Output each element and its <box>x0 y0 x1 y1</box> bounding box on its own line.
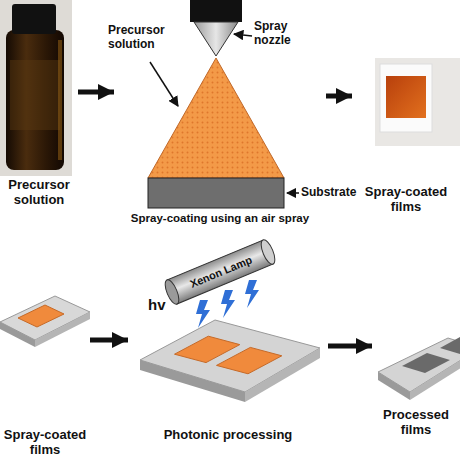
callout-label: hv <box>148 296 178 313</box>
stage-caption: Spray-coating using an air spray <box>114 212 326 225</box>
stage-caption: Spray-coated films <box>0 428 90 458</box>
callout-label: Precursor solution <box>108 24 182 52</box>
process-stage: Precursor solution <box>0 0 78 222</box>
process-stage: Processed films <box>372 290 460 455</box>
stage-caption: Processed films <box>372 408 460 438</box>
stage-caption: Photonic processing <box>128 428 328 443</box>
stage-caption: Precursor solution <box>0 178 78 208</box>
stage-caption: Spray-coated films <box>352 185 460 215</box>
process-stage: Spray-coated films <box>0 280 90 460</box>
process-stage: Spray-coated films <box>352 40 460 225</box>
process-arrow <box>90 338 128 343</box>
process-arrow <box>328 344 372 349</box>
process-arrow <box>326 94 352 99</box>
callout-label: Spray nozzle <box>254 20 314 48</box>
process-arrow <box>78 90 114 95</box>
callout-label: Substrate <box>301 186 371 200</box>
